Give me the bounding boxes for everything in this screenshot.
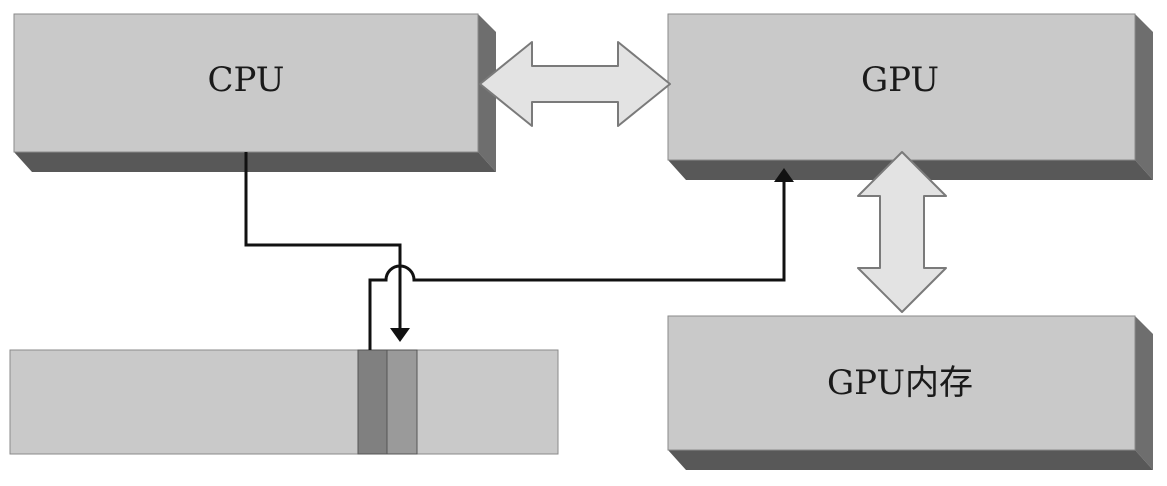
- cpu-gpu-double-arrow: [479, 41, 671, 127]
- memory-slot-dark: [357, 349, 388, 455]
- cpu-box-bottom: [14, 152, 496, 172]
- cpu-label: CPU: [208, 60, 285, 100]
- memory-slot-light: [386, 349, 418, 455]
- cpu-box-side: [478, 14, 496, 172]
- gpu-box-side: [1135, 14, 1153, 180]
- gpu-box-face: [667, 13, 1136, 161]
- gpu-memory-box-side: [1135, 316, 1153, 470]
- system-memory-bar-face: [9, 349, 559, 455]
- gpu-memory-box: GPU内存: [667, 315, 1153, 470]
- gpu-memory-box-face: [667, 315, 1136, 451]
- gpu-label: GPU: [861, 60, 939, 100]
- cpu-to-memory-line: [244, 152, 410, 342]
- cpu-box-face: [13, 13, 479, 153]
- gpu-box: GPU: [667, 13, 1153, 180]
- memory-to-gpu-line: [368, 168, 794, 350]
- system-memory-bar: [9, 349, 559, 455]
- gpu-memory-box-bottom: [668, 450, 1153, 470]
- cpu-box: CPU: [13, 13, 496, 172]
- gpu-memory-label: GPU内存: [827, 363, 973, 403]
- gpu-memory-double-arrow: [857, 151, 947, 313]
